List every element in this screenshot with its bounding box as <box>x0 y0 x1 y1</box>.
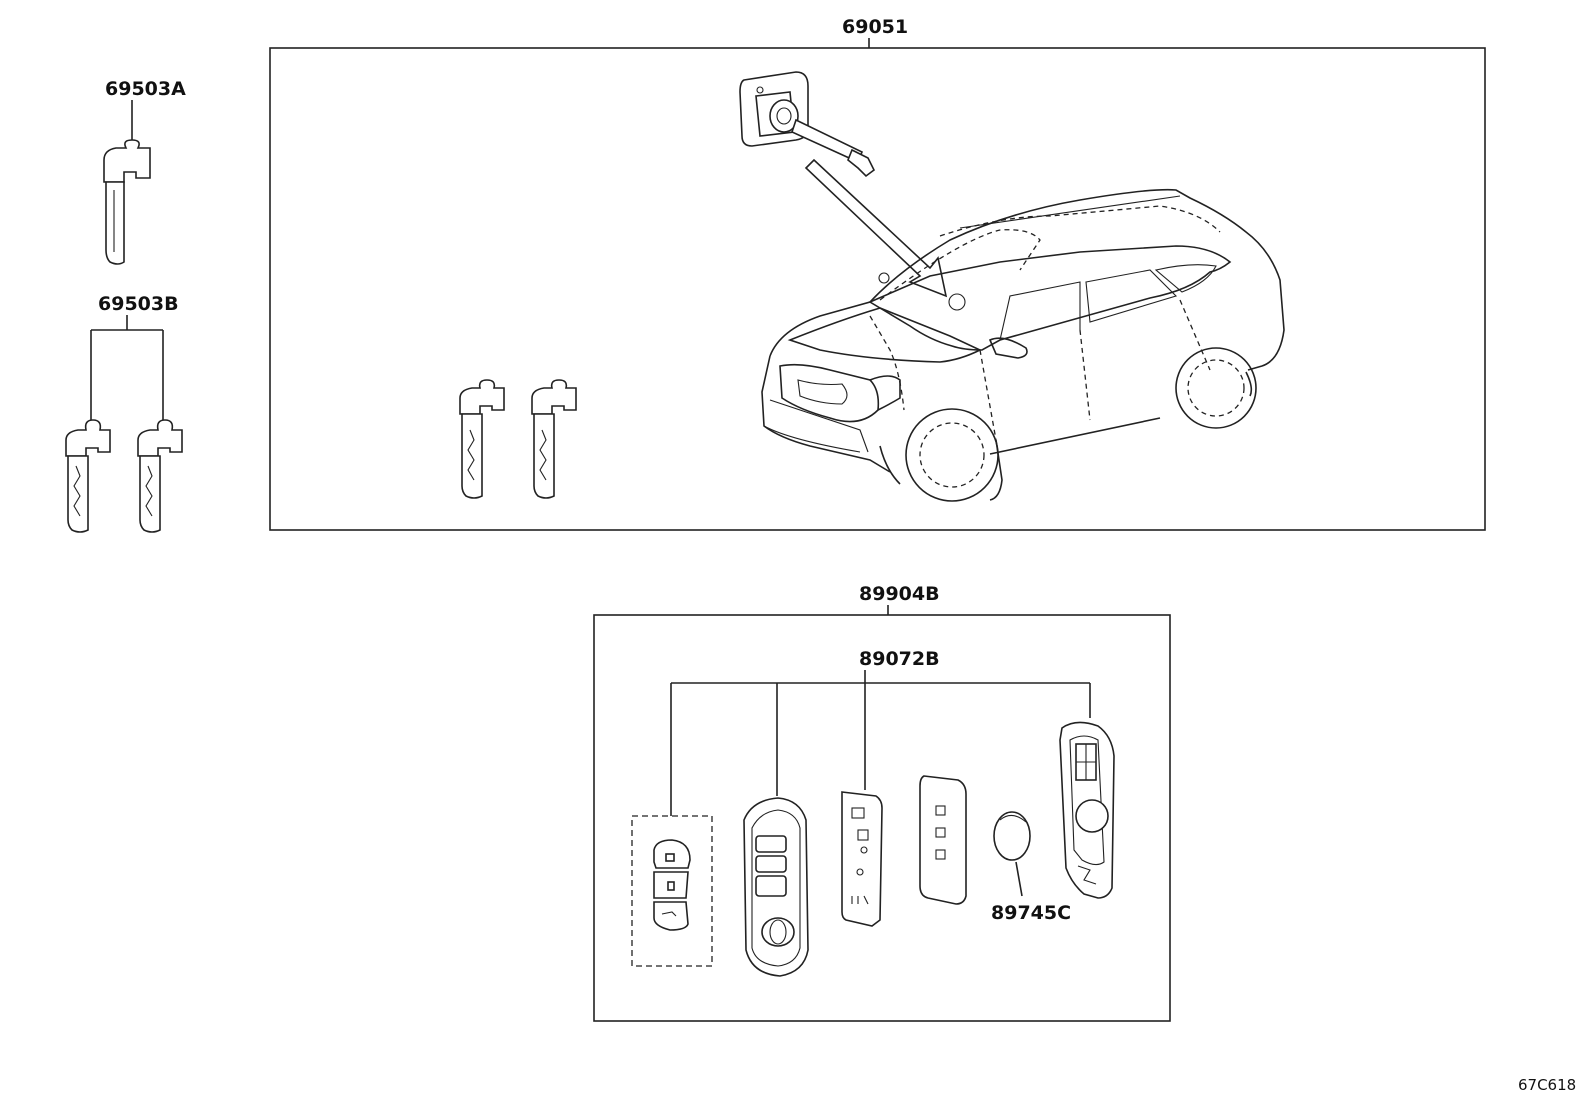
label-89072B[interactable]: 89072B <box>859 648 940 670</box>
key-blade-box-1[interactable] <box>459 379 505 499</box>
label-89904B[interactable]: 89904B <box>859 583 940 605</box>
key-blade-69503B-1[interactable] <box>65 419 111 533</box>
button-pad-group <box>631 815 713 967</box>
diagram-code: 67C618 <box>1518 1076 1576 1094</box>
key-blade-69503B-2[interactable] <box>137 419 183 533</box>
circuit-board[interactable] <box>841 791 883 927</box>
key-blade-box-2[interactable] <box>531 379 577 499</box>
inner-cover[interactable] <box>919 775 967 905</box>
label-69503A[interactable]: 69503A <box>105 78 186 100</box>
label-89745C[interactable]: 89745C <box>991 902 1071 924</box>
lock-cylinder[interactable] <box>739 71 876 178</box>
button-pad-set[interactable] <box>653 839 691 931</box>
leader-89072B <box>670 670 1091 816</box>
label-69051[interactable]: 69051 <box>842 16 908 38</box>
arrow-to-door <box>804 158 948 298</box>
leader-69503B <box>90 315 164 420</box>
vehicle-illustration <box>761 188 1285 502</box>
key-blade-69503A[interactable] <box>103 139 151 265</box>
coin-battery[interactable] <box>993 811 1031 861</box>
key-case-front[interactable] <box>743 797 809 977</box>
box-69051 <box>269 47 1486 531</box>
box-89904B <box>593 614 1171 1022</box>
leader-89745C <box>1015 861 1023 897</box>
label-69503B[interactable]: 69503B <box>98 293 179 315</box>
key-case-back[interactable] <box>1059 721 1115 899</box>
